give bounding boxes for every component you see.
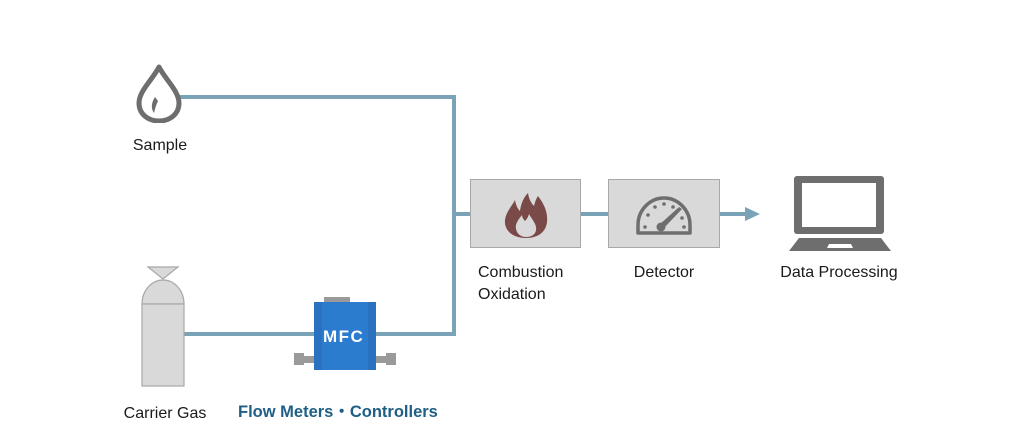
mfc-badge: MFC xyxy=(323,327,365,346)
data-processing-label: Data Processing xyxy=(780,264,898,281)
detector-label: Detector xyxy=(633,264,695,281)
gauge-icon xyxy=(636,196,692,235)
mass-flow-controller-icon xyxy=(294,297,396,370)
pipe-sample-to-junction xyxy=(180,95,456,334)
arrow-head-icon xyxy=(745,207,760,221)
flame-icon xyxy=(504,193,548,238)
combustion-label-line1: Combustion xyxy=(478,264,564,281)
carrier-gas-label: Carrier Gas xyxy=(123,405,207,422)
sample-label: Sample xyxy=(132,137,188,154)
detector-box xyxy=(608,179,720,248)
droplet-icon xyxy=(136,64,182,123)
laptop-icon xyxy=(789,176,891,251)
mfc-label[interactable]: Flow Meters・Controllers xyxy=(238,403,438,421)
combustion-label-line2: Oxidation xyxy=(478,286,546,303)
gas-cylinder-icon xyxy=(141,266,185,387)
